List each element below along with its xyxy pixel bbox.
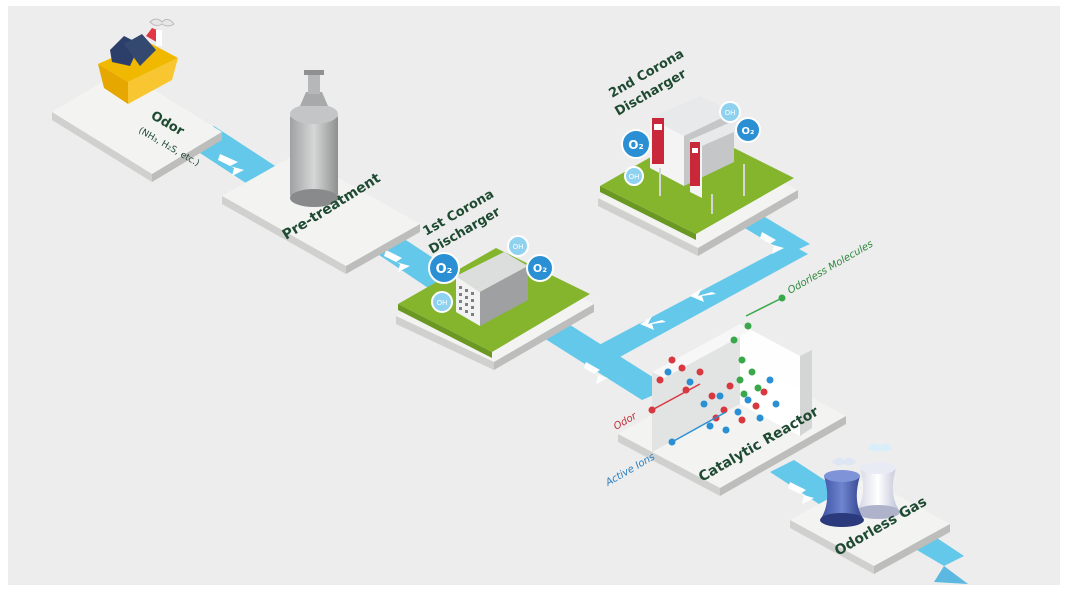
pretreatment-stage: Pre-treatment: [222, 70, 420, 274]
corona1-stage: O₂ O₂ OH OH 1st Corona Discharger: [396, 187, 594, 370]
cylinder-tank-icon: [290, 70, 338, 207]
output-stage: Odorless Gas: [790, 443, 950, 574]
arrow-icon: [640, 316, 666, 330]
o2-bubble-icon: O₂: [735, 117, 761, 143]
o2-bubble-icon: O₂: [428, 252, 460, 284]
arrow-icon: [760, 232, 784, 254]
discharger-unit-icon: [456, 252, 528, 326]
odor-platform: [52, 70, 222, 174]
svg-text:O₂: O₂: [533, 262, 547, 275]
o2-bubble-icon: O₂: [526, 254, 554, 282]
oh-bubble-icon: OH: [431, 291, 453, 313]
arrow-icon: [218, 154, 244, 176]
arrow-icon: [584, 362, 608, 384]
arrow-icon: [384, 250, 410, 272]
svg-text:O₂: O₂: [742, 126, 755, 137]
arrow-icon: [690, 288, 716, 302]
svg-text:OH: OH: [513, 243, 524, 251]
svg-text:OH: OH: [725, 109, 736, 117]
odor-stage: Odor (NH₃, H₂S, etc.): [52, 18, 222, 182]
flow-arrows: [218, 154, 814, 504]
svg-text:O₂: O₂: [436, 262, 453, 277]
basket-icon: [98, 18, 178, 104]
arrow-icon: [788, 482, 814, 504]
svg-text:OH: OH: [437, 299, 448, 307]
ion-particles: [664, 368, 780, 434]
o2-bubble-icon: O₂: [621, 129, 651, 159]
cooling-tower-icon: [820, 443, 900, 527]
svg-text:OH: OH: [629, 173, 640, 181]
pretreatment-platform: [222, 154, 420, 266]
oh-bubble-icon: OH: [507, 235, 529, 257]
oh-bubble-icon: OH: [624, 166, 644, 186]
oh-bubble-icon: OH: [719, 101, 741, 123]
svg-text:O₂: O₂: [628, 138, 643, 152]
molecule-particles: [730, 322, 762, 398]
